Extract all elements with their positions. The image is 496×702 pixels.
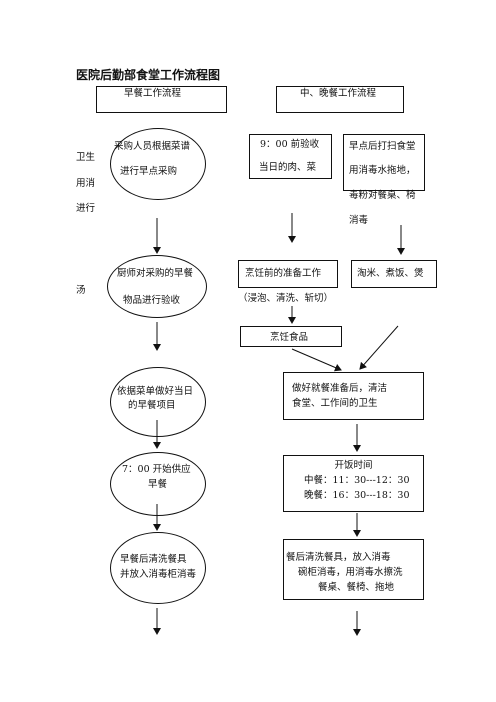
breakfast-purchase-node (110, 128, 206, 200)
arrow-rice-to-ready (359, 325, 399, 370)
lunch-rice-box (351, 260, 437, 288)
lunch-cook-label: 烹饪食品 (270, 332, 309, 343)
lunch-rice-label: 淘米、煮饭、煲 (357, 268, 424, 279)
lunch-ready-line1: 做好就餐准备后，清洁 (292, 383, 388, 394)
side-label-1: 卫生 (76, 152, 96, 163)
lunch-ready-box (283, 372, 424, 420)
lunch-after-line2: 碗柜消毒，用消毒水擦洗 (298, 567, 403, 578)
breakfast-header-box (96, 86, 227, 113)
breakfast-clean-line2: 并放入消毒柜消毒 (120, 569, 197, 580)
lunch-clean-line2: 用消毒水拖地， (349, 165, 416, 176)
lunch-prep-line2: （浸泡、清洗、斩切） (238, 293, 334, 304)
breakfast-clean-node (110, 532, 206, 604)
lunch-inspect-line2: 当日的肉、菜 (259, 162, 317, 173)
side-label-3: 进行 (76, 203, 96, 214)
breakfast-header-label: 早餐工作流程 (124, 88, 182, 99)
breakfast-inspect-node (107, 255, 207, 318)
lunch-cook-box (240, 326, 342, 347)
lunch-open-line2: 中餐：11：30---12：30 (304, 475, 410, 486)
lunch-prep-line1: 烹饪前的准备工作 (245, 268, 322, 279)
lunch-header-label: 中、晚餐工作流程 (300, 88, 377, 99)
lunch-after-line1: 餐后清洗餐具，放入消毒 (286, 552, 391, 563)
lunch-ready-line2: 食堂、工作间的卫生 (292, 398, 378, 409)
breakfast-prepare-node (110, 367, 206, 437)
breakfast-purchase-line1: 采购人员根据菜谱 (114, 141, 191, 152)
breakfast-inspect-line2: 物品进行验收 (123, 295, 181, 306)
lunch-header-box (276, 86, 404, 113)
lunch-after-line3: 餐桌、餐椅、拖地 (318, 582, 395, 593)
lunch-prep-box (238, 260, 338, 288)
breakfast-serve-line1: 7：00 开始供应 (122, 464, 191, 475)
page-title: 医院后勤部食堂工作流程图 (76, 68, 221, 82)
breakfast-prepare-line1: 依据菜单做好当日 (117, 386, 194, 397)
breakfast-prepare-line2: 的早餐项目 (128, 400, 176, 411)
lunch-inspect-box (249, 134, 332, 179)
breakfast-inspect-line1: 厨师对采购的早餐 (117, 268, 194, 279)
lunch-after-box (283, 539, 424, 600)
arrow-cook-to-ready (291, 348, 342, 372)
breakfast-serve-line2: 早餐 (148, 479, 168, 490)
lunch-inspect-line1: 9：00 前验收 (260, 139, 320, 150)
side-label-2: 用消 (76, 178, 96, 189)
breakfast-purchase-line2: 进行早点采购 (120, 166, 178, 177)
side-label-soup: 汤 (76, 285, 86, 296)
lunch-clean-line1: 早点后打扫食堂 (349, 141, 416, 152)
breakfast-clean-line1: 早餐后清洗餐具 (120, 554, 187, 565)
lunch-open-line1: 开饭时间 (334, 460, 373, 471)
lunch-clean-box (343, 134, 425, 191)
lunch-open-box (283, 455, 424, 512)
lunch-open-line3: 晚餐：16：30---18：30 (304, 490, 410, 501)
lunch-clean-line3: 毒粉对餐桌、椅 (349, 190, 416, 201)
lunch-clean-line4: 消毒 (349, 215, 369, 226)
breakfast-serve-node (110, 452, 206, 516)
